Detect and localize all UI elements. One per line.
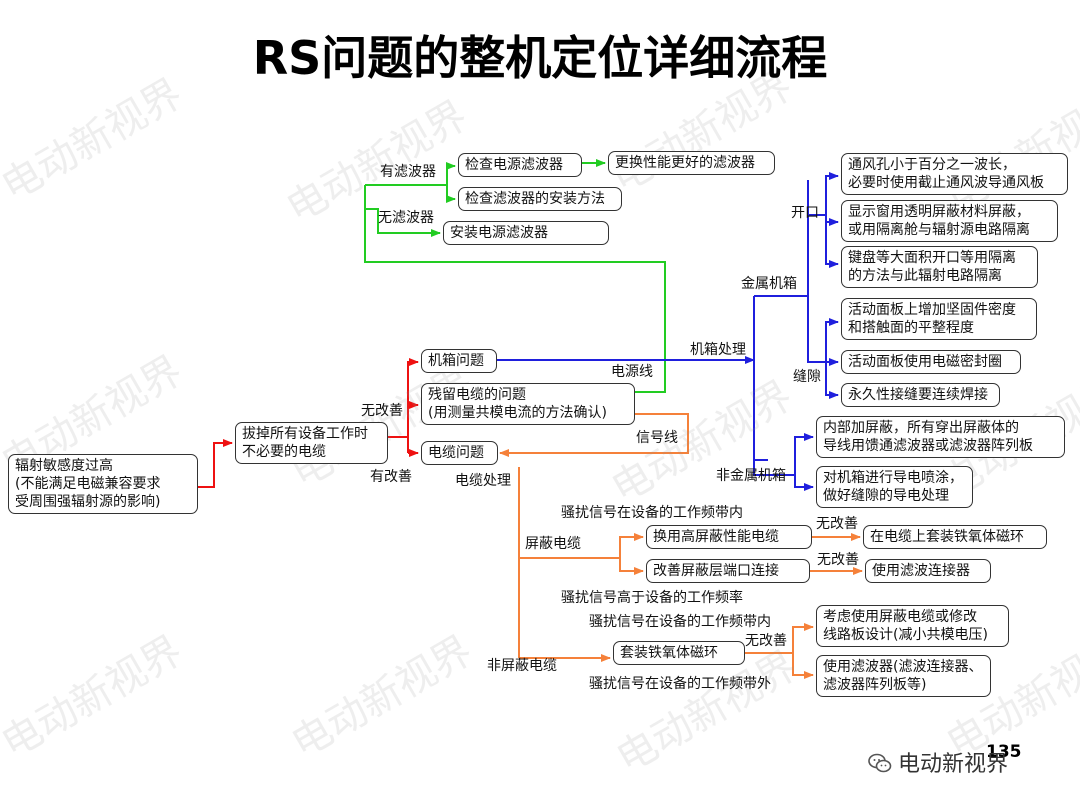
node-inner-shield: 内部加屏蔽，所有穿出屏蔽体的 导线用馈通滤波器或滤波器阵列板 bbox=[816, 416, 1065, 458]
edge-has-filter bbox=[365, 162, 456, 186]
edge-root-unplug bbox=[198, 439, 233, 488]
node-install-filter: 安装电源滤波器 bbox=[443, 221, 609, 245]
label-no-improve: 无改善 bbox=[361, 403, 403, 419]
label-no-improve: 无改善 bbox=[816, 516, 858, 532]
node-vent: 通风孔小于百分之一波长， 必要时使用截止通风波导通风板 bbox=[841, 153, 1068, 195]
label-no-improve: 无改善 bbox=[745, 633, 787, 649]
edge-no-improve bbox=[407, 358, 419, 437]
label-no-filter: 无滤波器 bbox=[378, 210, 434, 226]
node-inner-shield-line: 内部加屏蔽，所有穿出屏蔽体的 bbox=[823, 420, 1019, 436]
node-inner-shield-line: 导线用馈通滤波器或滤波器阵列板 bbox=[823, 438, 1033, 454]
edge-shield-high bbox=[619, 533, 644, 558]
label-nonmetal-chassis: 非金属机箱 bbox=[716, 468, 786, 484]
node-residual-issue: 残留电缆的问题 (用测量共模电流的方法确认) bbox=[421, 383, 635, 425]
label-cable-processing: 电缆处理 bbox=[455, 473, 511, 489]
node-ferrite-ring: 套装铁氧体磁环 bbox=[613, 641, 745, 665]
node-panel-fasteners: 活动面板上增加坚固件密度 和搭触面的平整程度 bbox=[841, 298, 1037, 340]
edge-open-window bbox=[825, 215, 839, 226]
node-residual-line: (用测量共模电流的方法确认) bbox=[428, 405, 607, 421]
node-panel-fasteners-line: 和搭触面的平整程度 bbox=[848, 320, 974, 336]
page-title: RS问题的整机定位详细流程 bbox=[252, 31, 828, 85]
node-cable-issue: 电缆问题 bbox=[421, 441, 498, 465]
node-panel-gasket: 活动面板使用电磁密封圈 bbox=[841, 350, 1021, 374]
edge-ferrite-filter bbox=[792, 653, 814, 679]
node-vent-line: 必要时使用截止通风波导通风板 bbox=[848, 175, 1044, 191]
page-number: 135 bbox=[986, 742, 1022, 762]
node-check-filter: 检查电源滤波器 bbox=[458, 153, 582, 177]
node-permanent-seam: 永久性接缝要连续焊接 bbox=[841, 383, 1000, 407]
node-consider-shield: 考虑使用屏蔽电缆或修改 线路板设计(减小共模电压) bbox=[816, 605, 1009, 647]
node-improve-connector: 改善屏蔽层端口连接 bbox=[646, 559, 810, 583]
node-root-line: 受周围强辐射源的影响) bbox=[15, 494, 161, 510]
edge-nonmetal-stub bbox=[753, 460, 768, 476]
node-unplug-line: 不必要的电缆 bbox=[242, 444, 326, 460]
brand-text: 电动新视界 bbox=[898, 752, 1009, 777]
label-seam: 缝隙 bbox=[793, 369, 821, 385]
node-window: 显示窗用透明屏蔽材料屏蔽， 或用隔离舱与辐射源电路隔离 bbox=[841, 200, 1058, 242]
edge-to-install-check bbox=[446, 185, 456, 203]
edge-ferrite-options bbox=[745, 623, 814, 654]
edge-seam-fasteners bbox=[825, 318, 839, 362]
label-has-filter: 有滤波器 bbox=[380, 164, 436, 180]
label-signal-line: 信号线 bbox=[636, 430, 678, 446]
node-use-filter: 使用滤波器(滤波连接器、 滤波器阵列板等) bbox=[816, 655, 991, 697]
node-use-filter-line: 使用滤波器(滤波连接器、 bbox=[823, 659, 983, 675]
edge-seam-permanent bbox=[825, 362, 839, 399]
edge-metal-nonmetal bbox=[753, 296, 768, 461]
label-has-improve: 有改善 bbox=[370, 469, 412, 485]
edge-signal-line bbox=[499, 413, 689, 457]
node-filter-connector: 使用滤波连接器 bbox=[865, 559, 991, 583]
node-ferrite-on-cable: 在电缆上套装铁氧体磁环 bbox=[863, 525, 1047, 549]
node-chassis-issue: 机箱问题 bbox=[421, 349, 497, 373]
node-keyboard: 键盘等大面积开口等用隔离 的方法与此辐射电路隔离 bbox=[841, 246, 1038, 288]
node-root-line: 辐射敏感度过高 bbox=[15, 458, 113, 474]
edge-no-filter bbox=[365, 208, 441, 237]
label-nonshielded-cable: 非屏蔽电缆 bbox=[487, 658, 557, 674]
edge-open-keyboard bbox=[825, 222, 839, 268]
edge-open-vent bbox=[808, 172, 839, 216]
edge-unplug-branch bbox=[388, 436, 409, 453]
node-root-line: (不能满足电磁兼容要求 bbox=[15, 476, 161, 492]
label-chassis-processing: 机箱处理 bbox=[690, 342, 746, 358]
label-interference-above: 骚扰信号高于设备的工作频率 bbox=[561, 590, 743, 606]
label-shielded-cable: 屏蔽电缆 bbox=[525, 536, 581, 552]
edge-seam bbox=[807, 296, 839, 366]
brand-watermark: 电动新视界 bbox=[868, 746, 1008, 778]
node-window-line: 显示窗用透明屏蔽材料屏蔽， bbox=[848, 204, 1030, 220]
node-conductive-spray-line: 对机箱进行导电喷涂， bbox=[823, 470, 963, 486]
node-keyboard-line: 键盘等大面积开口等用隔离 bbox=[848, 250, 1016, 266]
label-power-line: 电源线 bbox=[611, 364, 653, 380]
label-interference-in-band: 骚扰信号在设备的工作频带内 bbox=[561, 505, 743, 521]
node-keyboard-line: 的方法与此辐射电路隔离 bbox=[848, 268, 1002, 284]
node-conductive-spray: 对机箱进行导电喷涂， 做好缝隙的导电处理 bbox=[816, 466, 973, 508]
label-interference-in-band: 骚扰信号在设备的工作频带内 bbox=[589, 614, 771, 630]
node-conductive-spray-line: 做好缝隙的导电处理 bbox=[823, 488, 949, 504]
node-better-filter: 更换性能更好的滤波器 bbox=[608, 151, 775, 175]
node-vent-line: 通风孔小于百分之一波长， bbox=[848, 157, 1016, 173]
node-use-filter-line: 滤波器阵列板等) bbox=[823, 677, 927, 693]
label-no-improve: 无改善 bbox=[817, 552, 859, 568]
node-unplug: 拔掉所有设备工作时 不必要的电缆 bbox=[235, 422, 388, 464]
node-high-shield-cable: 换用高屏蔽性能电缆 bbox=[646, 525, 812, 549]
node-consider-shield-line: 考虑使用屏蔽电缆或修改 bbox=[823, 609, 977, 625]
edge-power-line bbox=[364, 185, 666, 393]
label-metal-chassis: 金属机箱 bbox=[741, 276, 797, 292]
node-check-install: 检查滤波器的安装方法 bbox=[458, 187, 622, 211]
edge-shield-connector bbox=[619, 558, 644, 575]
label-interference-out-band: 骚扰信号在设备的工作频带外 bbox=[589, 676, 771, 692]
node-window-line: 或用隔离舱与辐射源电路隔离 bbox=[848, 222, 1030, 238]
edge-nonmetal-inner bbox=[794, 433, 814, 475]
node-panel-fasteners-line: 活动面板上增加坚固件密度 bbox=[848, 302, 1016, 318]
label-open: 开口 bbox=[791, 205, 819, 221]
wechat-icon bbox=[868, 753, 892, 773]
node-root: 辐射敏感度过高 (不能满足电磁兼容要求 受周围强辐射源的影响) bbox=[8, 454, 198, 514]
edge-nonmetal-spray bbox=[768, 474, 814, 491]
node-residual-line: 残留电缆的问题 bbox=[428, 387, 526, 403]
node-consider-shield-line: 线路板设计(减小共模电压) bbox=[823, 627, 988, 643]
node-unplug-line: 拔掉所有设备工作时 bbox=[242, 426, 368, 442]
